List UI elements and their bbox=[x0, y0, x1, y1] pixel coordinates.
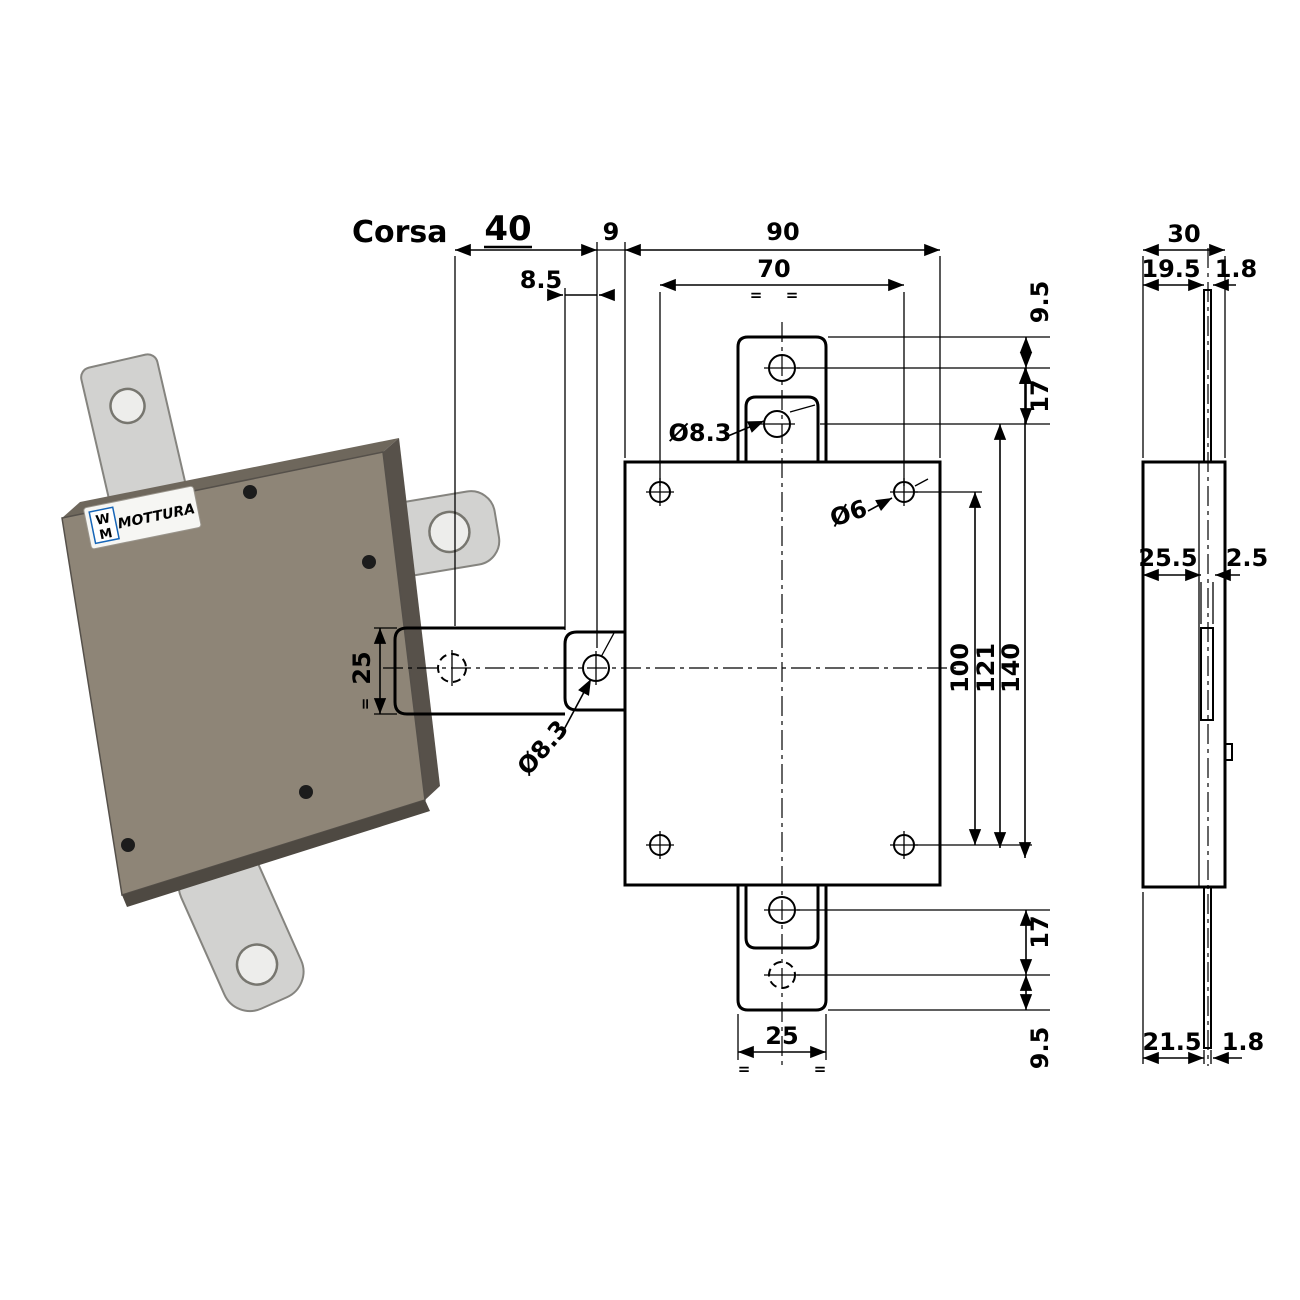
bracket-hole bbox=[235, 943, 279, 986]
lock-rod-top bbox=[1203, 289, 1212, 463]
mounting-bracket-top bbox=[80, 353, 190, 520]
dim-tab-bottom-17: 17 bbox=[1026, 915, 1054, 948]
dim-depth-30: 30 bbox=[1167, 220, 1200, 248]
logo-mark-top: W bbox=[95, 511, 112, 529]
dim-offset-25-5: 25.5 bbox=[1138, 544, 1197, 572]
lock-body-bottom-edge bbox=[122, 800, 430, 907]
product-photo: W M MOTTURA bbox=[61, 353, 501, 1013]
lock-body-side-face bbox=[383, 438, 440, 800]
centerlines bbox=[383, 322, 958, 1068]
dim-tab-top-9-5: 9.5 bbox=[1026, 281, 1054, 324]
dim-offset-19-5: 19.5 bbox=[1141, 255, 1200, 283]
dim-rod-1-8-top: 1.8 bbox=[1215, 255, 1258, 283]
bracket-hole bbox=[428, 510, 471, 554]
dim-offset-8-5: 8.5 bbox=[520, 266, 563, 294]
side-view: 30 19.5 1.8 25.5 2.5 21.5 1.8 bbox=[1138, 220, 1268, 1066]
lock-rod-bottom bbox=[1203, 886, 1212, 1049]
brand-label: W M MOTTURA bbox=[83, 485, 202, 550]
dim-tab-width-25: 25 bbox=[765, 1022, 798, 1050]
logo-mark-bottom: M bbox=[98, 526, 114, 543]
screw bbox=[243, 485, 257, 499]
side-outline bbox=[1141, 289, 1233, 1049]
dia-tab-hole: Ø8.3 bbox=[669, 419, 732, 447]
side-dimensions: 30 19.5 1.8 25.5 2.5 21.5 1.8 bbox=[1138, 220, 1269, 1065]
screws bbox=[121, 485, 376, 852]
mounting-bracket-bottom bbox=[177, 845, 305, 1013]
dim-rod-1-8-bottom: 1.8 bbox=[1222, 1028, 1265, 1056]
dim-hole-spacing-70: 70 bbox=[757, 255, 790, 283]
dim-offset-2-5: 2.5 bbox=[1226, 544, 1269, 572]
dim-width-90: 90 bbox=[766, 218, 799, 246]
screw bbox=[299, 785, 313, 799]
dim-corsa-value: 40 bbox=[484, 209, 531, 249]
dim-offset-21-5: 21.5 bbox=[1142, 1028, 1201, 1056]
dim-tab-bottom-9-5: 9.5 bbox=[1026, 1027, 1054, 1070]
screw bbox=[362, 555, 376, 569]
dim-hole-spacing-100: 100 bbox=[946, 643, 974, 693]
center-mark: = bbox=[750, 286, 763, 304]
dim-hole-spacing-121: 121 bbox=[972, 643, 1000, 693]
front-outline bbox=[393, 335, 942, 1012]
dim-offset-9: 9 bbox=[603, 218, 620, 246]
dim-tab-top-17: 17 bbox=[1026, 379, 1054, 412]
dim-bolt-height-25: 25 bbox=[348, 651, 376, 684]
center-mark: = bbox=[738, 1060, 751, 1078]
bolt-detail bbox=[1200, 627, 1214, 721]
screw bbox=[121, 838, 135, 852]
dim-hole-spacing-140: 140 bbox=[997, 643, 1025, 693]
brand-logo-box bbox=[88, 506, 120, 545]
bracket-hole bbox=[109, 387, 146, 425]
center-mark: = bbox=[786, 286, 799, 304]
dim-corsa-label: Corsa bbox=[352, 215, 448, 250]
dimensions-left-bottom: 25 = 25 = = bbox=[348, 627, 827, 1078]
center-mark: = bbox=[814, 1060, 827, 1078]
dimensions-right: 9.5 17 17 9.5 100 121 140 bbox=[797, 281, 1054, 1070]
side-nub bbox=[1224, 743, 1233, 761]
center-mark: = bbox=[356, 698, 374, 711]
